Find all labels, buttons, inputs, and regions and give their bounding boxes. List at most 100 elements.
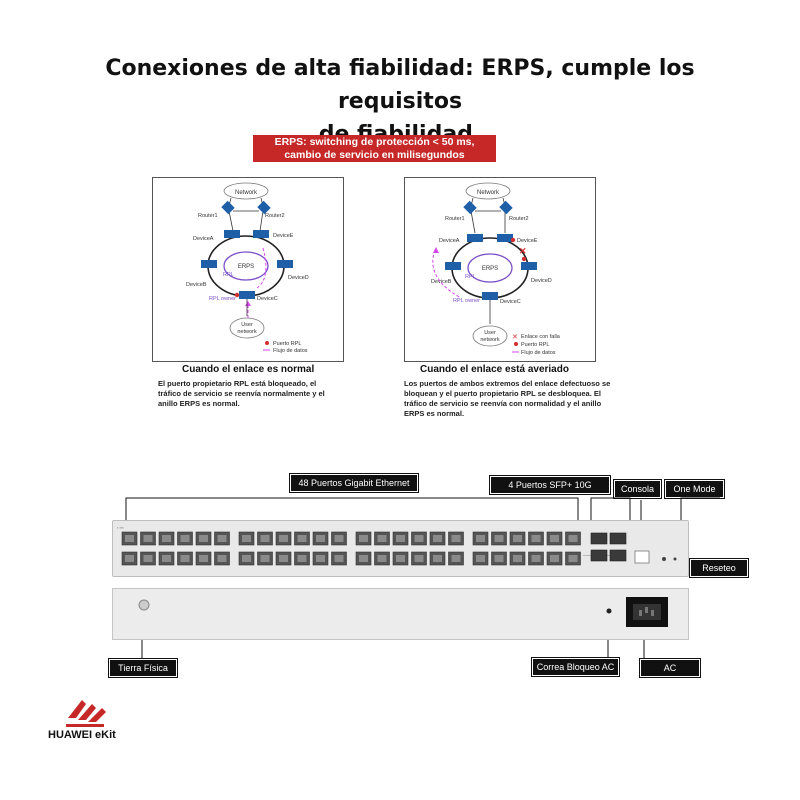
blocked-port-marker	[510, 237, 516, 243]
router2-label: Router2	[509, 216, 529, 222]
rj45-port-contact-icon	[396, 535, 405, 542]
callout-reset: Reseteo	[689, 558, 749, 578]
erps-inner-ring	[467, 253, 513, 283]
router2-icon	[499, 200, 513, 215]
deviceE-icon	[497, 234, 513, 242]
erps-inner-ring	[223, 251, 269, 281]
reset-button-icon	[662, 557, 666, 561]
sfp-port-icon	[609, 532, 627, 545]
rj45-port-contact-icon	[494, 555, 504, 562]
callout-sfp: 4 Puertos SFP+ 10G	[489, 475, 611, 495]
rj45-port-contact-icon	[494, 535, 504, 542]
flow-arrow-icon	[245, 301, 251, 306]
rj45-port-contact-icon	[334, 555, 344, 562]
rj45-port-contact-icon	[242, 535, 251, 542]
legend-fault-icon: ✕	[512, 334, 518, 341]
console-port-icon	[634, 550, 650, 564]
rj45-port-contact-icon	[199, 555, 208, 562]
rj45-port-contact-icon	[414, 555, 424, 562]
router1-label: Router1	[445, 216, 465, 222]
rj45-port-contact-icon	[279, 555, 288, 562]
router2-label: Router2	[265, 213, 285, 219]
rj45-port-contact-icon	[180, 555, 190, 562]
rpl-owner-label: RPL owner	[209, 296, 236, 302]
rj45-port-contact-icon	[199, 535, 208, 542]
rj45-port-contact-icon	[334, 535, 344, 542]
erps-normal-svg: Network Router1 Router2 ERPS DeviceA Dev…	[186, 182, 309, 354]
right-caption-title: Cuando el enlace está averiado	[420, 364, 569, 375]
left-caption-title: Cuando el enlace es normal	[182, 364, 315, 375]
callout-one-mode: One Mode	[664, 479, 725, 499]
ground-screw-icon	[138, 599, 150, 611]
user-network-cloud-icon	[229, 317, 265, 339]
rj45-port-contact-icon	[531, 555, 541, 562]
callout-48-ports: 48 Puertos Gigabit Ethernet	[289, 473, 419, 493]
banner-line-1: ERPS: switching de protección < 50 ms,	[274, 136, 475, 148]
title-line-1: Conexiones de alta fiabilidad: ERPS, cum…	[105, 56, 695, 114]
legend-data-flow: Flujo de datos	[273, 348, 308, 354]
rj45-port-contact-icon	[433, 535, 442, 542]
rj45-port-contact-icon	[180, 535, 190, 542]
deviceE-label: DeviceE	[273, 233, 294, 239]
link-fault-icon: ✕	[519, 246, 527, 256]
one-mode-button-icon	[673, 557, 677, 561]
rj45-port-contact-icon	[279, 535, 288, 542]
switch-front-panel: ▪ ▪▪▪	[112, 520, 689, 577]
huawei-ekit-logo	[66, 700, 106, 727]
erps-normal-diagram: Network Router1 Router2 ERPS DeviceA Dev…	[152, 177, 344, 362]
rj45-port-contact-icon	[568, 555, 578, 562]
rpl-port-marker	[234, 292, 240, 298]
erps-label: ERPS	[238, 264, 254, 270]
deviceB-label: DeviceB	[186, 282, 207, 288]
deviceC-label: DeviceC	[500, 299, 521, 305]
rj45-port-contact-icon	[451, 555, 461, 562]
right-caption-line: Los puertos de ambos extremos del enlace…	[404, 379, 611, 388]
rj45-port-contact-icon	[162, 555, 171, 562]
blocked-port-marker	[521, 256, 527, 262]
left-caption-line: anillo ERPS es normal.	[158, 399, 240, 408]
callout-ground: Tierra Física	[108, 658, 178, 678]
callout-console: Consola	[613, 479, 662, 499]
brand-name: HUAWEI eKit	[48, 729, 116, 741]
switch-back-panel	[112, 588, 689, 640]
deviceA-icon	[224, 230, 240, 238]
legend-rpl-port: Puerto RPL	[521, 342, 549, 348]
flow-arrow-icon	[433, 247, 439, 253]
rj45-port-contact-icon	[125, 535, 134, 542]
rpl-label: RPL	[223, 272, 234, 278]
rj45-port-contact-icon	[377, 535, 387, 542]
right-caption-line: bloquean y el puerto propietario RPL se …	[404, 389, 601, 398]
legend-rpl-dot	[514, 342, 518, 346]
legend-data-flow: Flujo de datos	[521, 350, 556, 356]
router1-label: Router1	[198, 213, 218, 219]
callout-ac: AC	[639, 658, 701, 678]
network-cloud-icon	[465, 182, 511, 200]
data-flow-path	[247, 247, 267, 318]
rj45-port-contact-icon	[260, 535, 270, 542]
erps-fault-svg: Network Router1 Router2 ERPS DeviceA Dev…	[431, 182, 561, 356]
deviceB-icon	[201, 260, 217, 268]
rpl-owner-label: RPL owner	[453, 298, 480, 304]
legend-rpl-port: Puerto RPL	[273, 341, 301, 347]
left-caption-line: El puerto propietario RPL está bloqueado…	[158, 379, 317, 388]
router2-icon	[257, 200, 271, 215]
legend-failed-link: Enlace con falla	[521, 334, 561, 340]
rj45-port-contact-icon	[568, 535, 578, 542]
deviceC-label: DeviceC	[257, 296, 278, 302]
page-title: Conexiones de alta fiabilidad: ERPS, cum…	[40, 52, 760, 151]
rj45-port-contact-icon	[377, 555, 387, 562]
switch-back-svg	[138, 597, 668, 627]
sfp-port-icon	[590, 549, 608, 562]
erps-fault-diagram: Network Router1 Router2 ERPS DeviceA Dev…	[404, 177, 596, 362]
deviceB-label: DeviceB	[431, 279, 452, 285]
rj45-port-contact-icon	[217, 535, 227, 542]
rj45-port-contact-icon	[550, 535, 559, 542]
rj45-port-contact-icon	[476, 535, 485, 542]
rj45-port-contact-icon	[476, 555, 485, 562]
rj45-port-contact-icon	[513, 555, 522, 562]
deviceC-icon	[482, 292, 498, 300]
right-caption-line: tráfico de servicio se reenvía con norma…	[404, 399, 602, 408]
deviceE-icon	[253, 230, 269, 238]
left-caption-text: El puerto propietario RPL está bloqueado…	[158, 379, 325, 409]
deviceB-icon	[445, 262, 461, 270]
